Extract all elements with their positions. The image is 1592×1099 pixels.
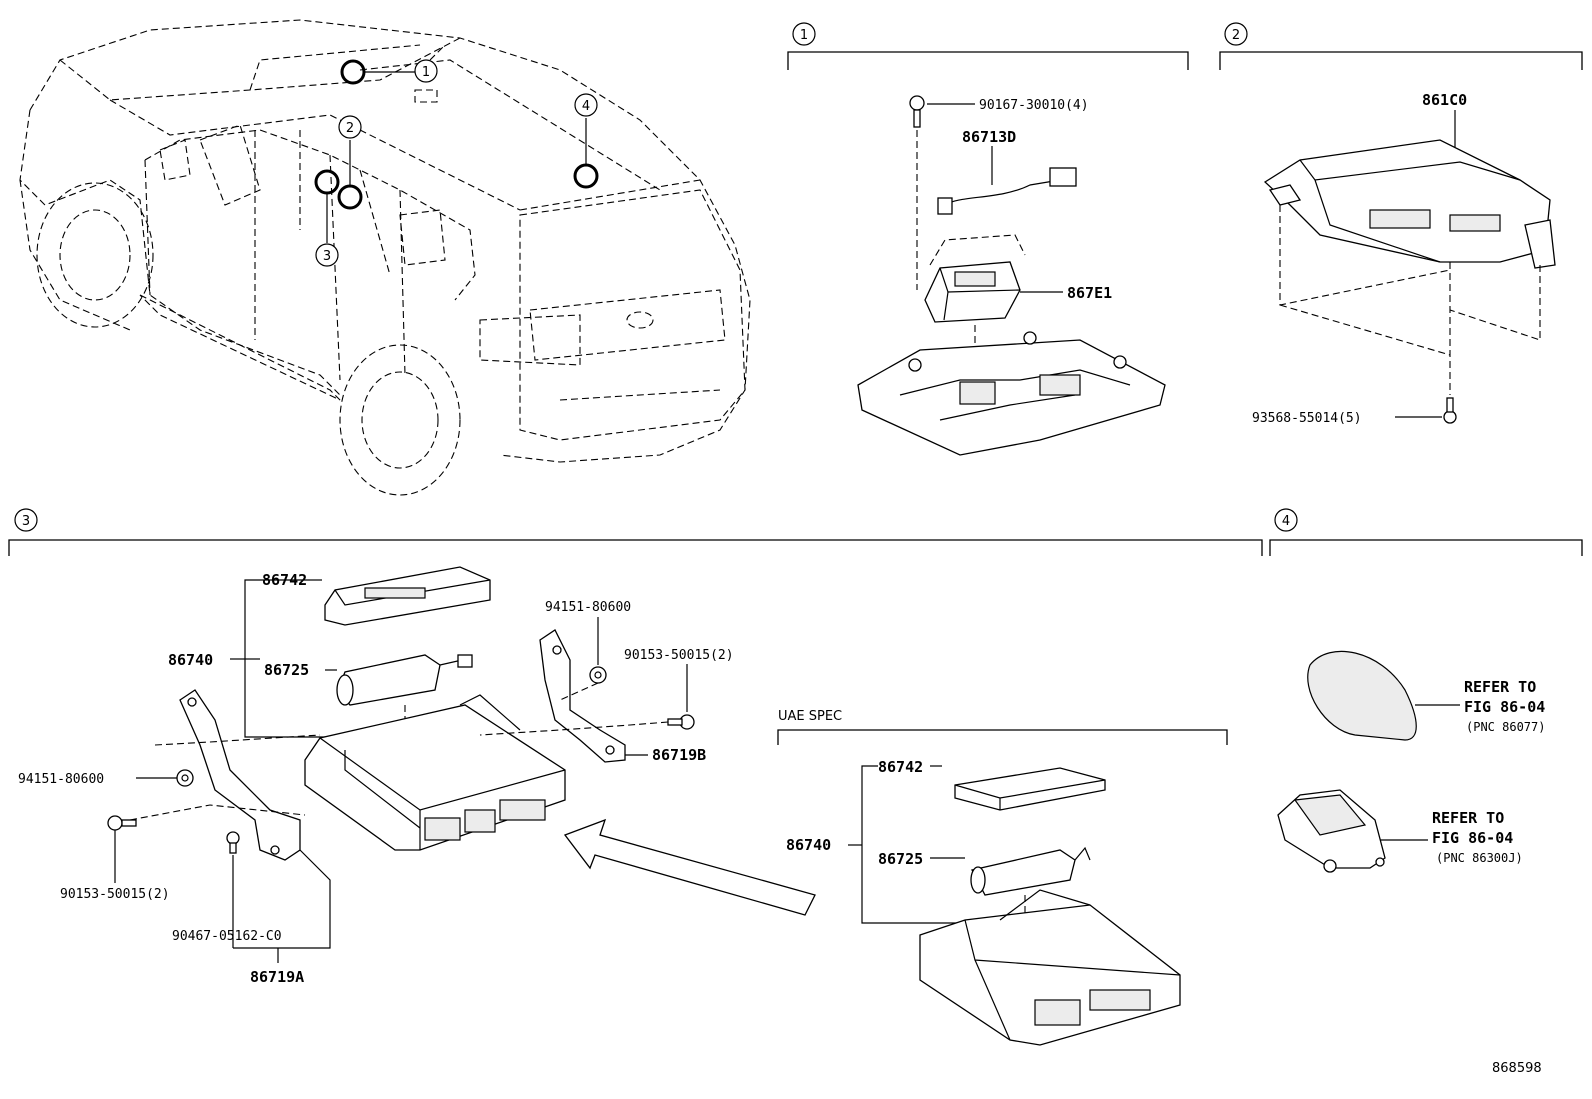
section-2-number: 2 [1232,28,1240,43]
module-867E1-icon [924,234,1026,323]
label-93568-55014: 93568-55014(5) [1252,411,1362,426]
ref1-line3: (PNC 86077) [1466,720,1545,734]
antenna-cover-icon [1307,650,1417,741]
label-90153-50015-left: 90153-50015(2) [60,887,170,902]
uae-spec-title: UAE SPEC [778,709,842,724]
label-86713D: 86713D [962,128,1016,146]
label-86740-uae: 86740 [786,836,831,854]
label-867E1: 867E1 [1067,284,1112,302]
bolt-icon [909,95,925,128]
control-unit-icon [304,694,566,851]
bolt-icon [1443,397,1457,424]
label-86740: 86740 [168,651,213,669]
label-90467-05162-C0: 90467-05162-C0 [172,929,282,944]
bracket-86719A-icon [179,689,301,861]
bolt-icon [667,714,695,730]
battery-86725-uae-icon [970,846,1091,896]
nut-icon [176,769,194,787]
label-86719A: 86719A [250,968,304,986]
label-90167-30010: 90167-30010(4) [979,98,1089,113]
ref1-line2: FIG 86-04 [1464,698,1545,716]
nut-icon [589,666,607,684]
label-86725-uae: 86725 [878,850,923,868]
bracket-86719B-icon [539,629,626,763]
section-1-parts: 90167-30010(4) 86713D 867E1 [857,95,1166,456]
arrow-icon [563,818,816,916]
uae-spec-parts: UAE SPEC 86742 86740 86725 [777,709,1228,1046]
section-3-number: 3 [22,514,30,529]
section-3-parts: 86742 86725 86740 [18,566,816,986]
overhead-console-icon [857,331,1166,456]
vehicle-callout-1: 1 [414,59,438,83]
clip-icon [226,831,240,854]
vehicle-callout-3: 3 [315,243,339,267]
section-4-header: 4 [1269,508,1583,556]
callout-1-text: 1 [422,65,430,80]
cover-86742-uae-icon [954,767,1106,811]
label-861C0: 861C0 [1422,91,1467,109]
vehicle-callout-4: 4 [574,93,598,117]
antenna-base-icon [1277,789,1386,873]
label-94151-80600-right: 94151-80600 [545,600,631,615]
section-4-number: 4 [1282,514,1290,529]
section-3-header: 3 [8,508,1263,556]
module-861C0-icon [1263,139,1556,269]
callout-4-text: 4 [582,99,590,114]
ref1-line1: REFER TO [1464,678,1536,696]
label-94151-80600-left: 94151-80600 [18,772,104,787]
battery-86725-icon [336,654,473,706]
label-86742: 86742 [262,571,307,589]
callout-3-text: 3 [323,249,331,264]
figure-id: 868598 [1492,1061,1542,1076]
label-90153-50015-right: 90153-50015(2) [624,648,734,663]
section-1-number: 1 [800,28,808,43]
vehicle-callout-2: 2 [338,115,362,139]
bolt-icon [107,815,137,831]
harness-icon [937,167,1077,215]
vehicle-overview [19,19,751,496]
section-2-header: 2 [1219,22,1583,70]
section-1-header: 1 [787,22,1189,70]
location-markers [314,59,599,243]
label-86742-uae: 86742 [878,758,923,776]
cover-86742-icon [324,566,491,626]
label-86719B: 86719B [652,746,706,764]
control-unit-uae-icon [919,889,1181,1046]
section-4-parts: REFER TO FIG 86-04 (PNC 86077) REFER TO … [1277,650,1545,873]
callout-2-text: 2 [346,121,354,136]
ref2-line3: (PNC 86300J) [1436,851,1523,865]
ref2-line2: FIG 86-04 [1432,829,1513,847]
ref2-line1: REFER TO [1432,809,1504,827]
label-86725: 86725 [264,661,309,679]
section-2-parts: 861C0 93568-55014(5) [1252,91,1556,426]
